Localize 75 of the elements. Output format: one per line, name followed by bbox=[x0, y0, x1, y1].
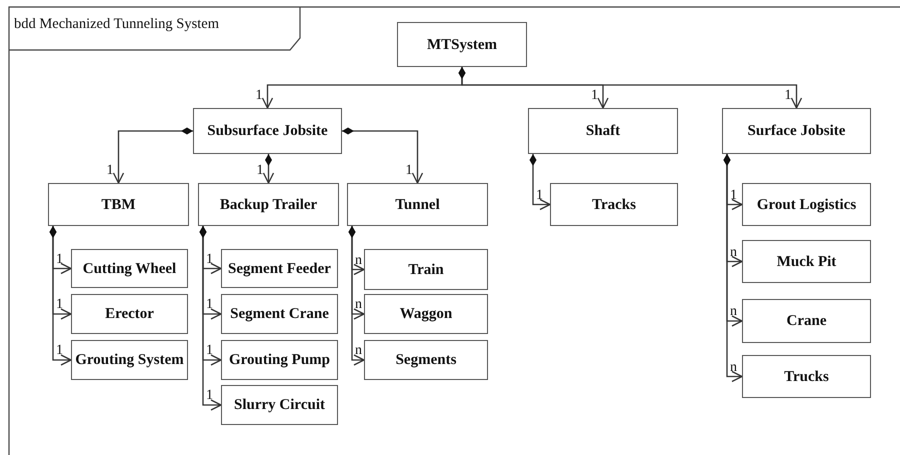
block-name: Subsurface Jobsite bbox=[207, 123, 328, 139]
multiplicity-label: 1 bbox=[591, 89, 598, 103]
block-name: MTSystem bbox=[427, 36, 497, 52]
block-name: Backup Trailer bbox=[220, 196, 318, 212]
block-box bbox=[364, 249, 488, 290]
block-box bbox=[742, 183, 871, 226]
block-box bbox=[221, 294, 338, 334]
multiplicity-label: 1 bbox=[406, 164, 412, 178]
multiplicity-label: n bbox=[730, 305, 737, 319]
multiplicity-label: 1 bbox=[730, 188, 737, 202]
composition-arrow bbox=[348, 226, 365, 366]
block-name: Train bbox=[408, 262, 444, 278]
block-box bbox=[364, 294, 488, 334]
frame-title: bdd Mechanized Tunneling System bbox=[14, 16, 220, 33]
block-box bbox=[221, 340, 338, 380]
composition-arrow bbox=[458, 67, 802, 109]
block-box bbox=[347, 183, 488, 226]
block-name: Crane bbox=[786, 313, 826, 329]
block-name: Slurry Circuit bbox=[234, 397, 325, 413]
block-name: Cutting Wheel bbox=[82, 260, 176, 276]
multiplicity-label: 1 bbox=[206, 298, 213, 312]
composition-arrow bbox=[50, 226, 72, 366]
block-box bbox=[71, 249, 188, 288]
multiplicity-label: 1 bbox=[206, 252, 213, 266]
block-name: Surface Jobsite bbox=[748, 123, 846, 139]
block-box bbox=[550, 183, 678, 226]
block-box bbox=[198, 183, 339, 226]
block-box bbox=[722, 108, 871, 154]
block-box bbox=[71, 294, 188, 334]
multiplicity-label: 1 bbox=[256, 164, 264, 178]
composition-arrow bbox=[724, 154, 743, 382]
block-box bbox=[71, 340, 188, 380]
multiplicity-label: 1 bbox=[56, 252, 63, 266]
block-name: Tracks bbox=[592, 196, 636, 212]
multiplicity-label: n bbox=[355, 344, 362, 358]
block-name: Grouting System bbox=[75, 352, 184, 368]
block-box bbox=[221, 249, 338, 288]
multiplicity-label: n bbox=[355, 298, 362, 312]
block-name: Segments bbox=[396, 352, 456, 368]
multiplicity-label: 1 bbox=[536, 188, 543, 202]
block-box bbox=[397, 22, 527, 67]
block-name: Tunnel bbox=[395, 196, 440, 212]
block-box bbox=[528, 108, 678, 154]
multiplicity-label: n bbox=[355, 254, 362, 268]
block-name: Grout Logistics bbox=[756, 196, 856, 212]
multiplicity-label: 1 bbox=[56, 344, 63, 358]
multiplicity-label: 1 bbox=[56, 298, 63, 312]
composition-arrow bbox=[112, 128, 193, 184]
block-name: Trucks bbox=[784, 368, 829, 384]
block-name: Shaft bbox=[586, 123, 620, 139]
block-name: TBM bbox=[101, 196, 136, 212]
block-name: Waggon bbox=[400, 306, 452, 322]
multiplicity-label: 1 bbox=[256, 89, 262, 103]
multiplicity-label: 1 bbox=[206, 344, 213, 358]
multiplicity-label: 1 bbox=[106, 164, 114, 178]
block-box bbox=[48, 183, 189, 226]
composition-arrow bbox=[342, 128, 424, 184]
block-box bbox=[742, 355, 871, 398]
composition-arrow bbox=[530, 154, 551, 210]
block-box bbox=[193, 108, 342, 154]
multiplicity-label: 1 bbox=[206, 389, 213, 403]
multiplicity-label: n bbox=[730, 246, 737, 260]
block-box bbox=[221, 385, 338, 425]
composition-arrow bbox=[262, 154, 274, 184]
block-box bbox=[364, 340, 488, 380]
block-name: Segment Crane bbox=[230, 306, 329, 322]
composition-arrow bbox=[200, 226, 222, 411]
block-name: Erector bbox=[105, 306, 154, 322]
block-name: Segment Feeder bbox=[228, 260, 331, 276]
block-box bbox=[742, 240, 871, 283]
block-box bbox=[742, 299, 871, 343]
multiplicity-label: 1 bbox=[784, 89, 792, 103]
multiplicity-label: n bbox=[730, 360, 737, 374]
block-name: Grouting Pump bbox=[229, 352, 330, 368]
block-name: Muck Pit bbox=[776, 254, 836, 270]
